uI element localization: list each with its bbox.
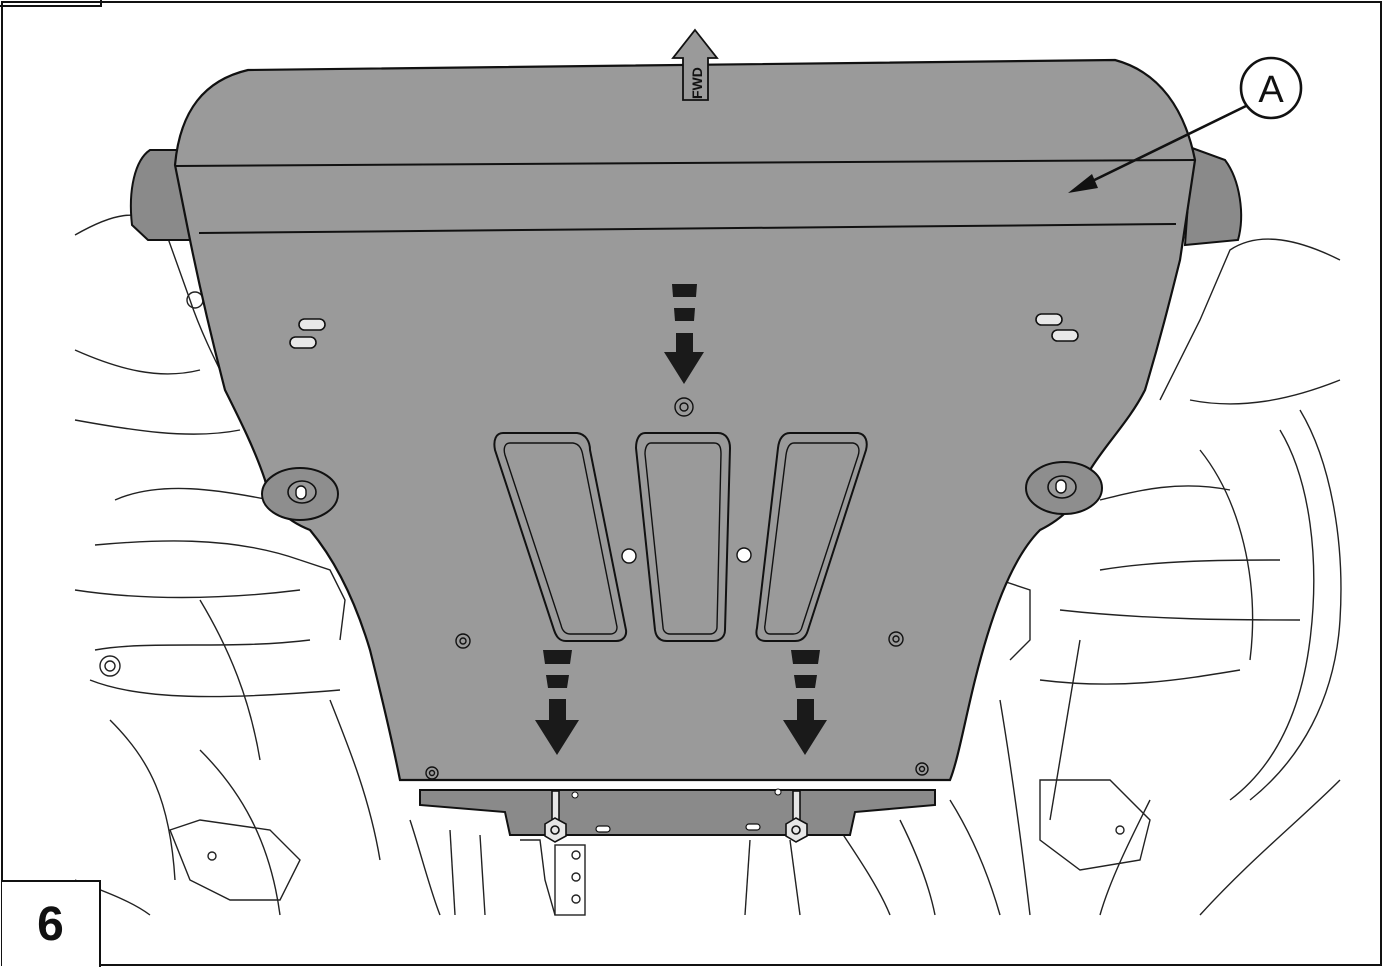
fwd-label: FWD xyxy=(689,67,705,99)
skid-plate-main xyxy=(173,58,1197,782)
bolt-down-arrow-icon xyxy=(535,650,579,755)
bolt-down-arrow-icon xyxy=(783,650,827,755)
plate-holes xyxy=(425,397,929,780)
callout-letter: A xyxy=(1258,69,1284,111)
bend-line-lower xyxy=(198,223,1177,234)
chassis-line-art xyxy=(74,214,1342,916)
step-number: 6 xyxy=(2,880,101,967)
left-mount-ear xyxy=(261,467,339,521)
callout-a: A xyxy=(1068,56,1303,193)
vent-channels xyxy=(493,432,868,642)
top-left-corner-box xyxy=(0,0,102,7)
bolt-down-arrow-icon xyxy=(664,284,704,384)
fwd-arrow-icon: FWD xyxy=(671,28,719,101)
rear-bolts xyxy=(544,790,808,843)
bend-line-upper xyxy=(175,159,1196,167)
right-mount-ear xyxy=(1025,461,1103,515)
mount-slots xyxy=(289,313,1079,349)
skid-plate-right-wing xyxy=(1183,146,1243,247)
